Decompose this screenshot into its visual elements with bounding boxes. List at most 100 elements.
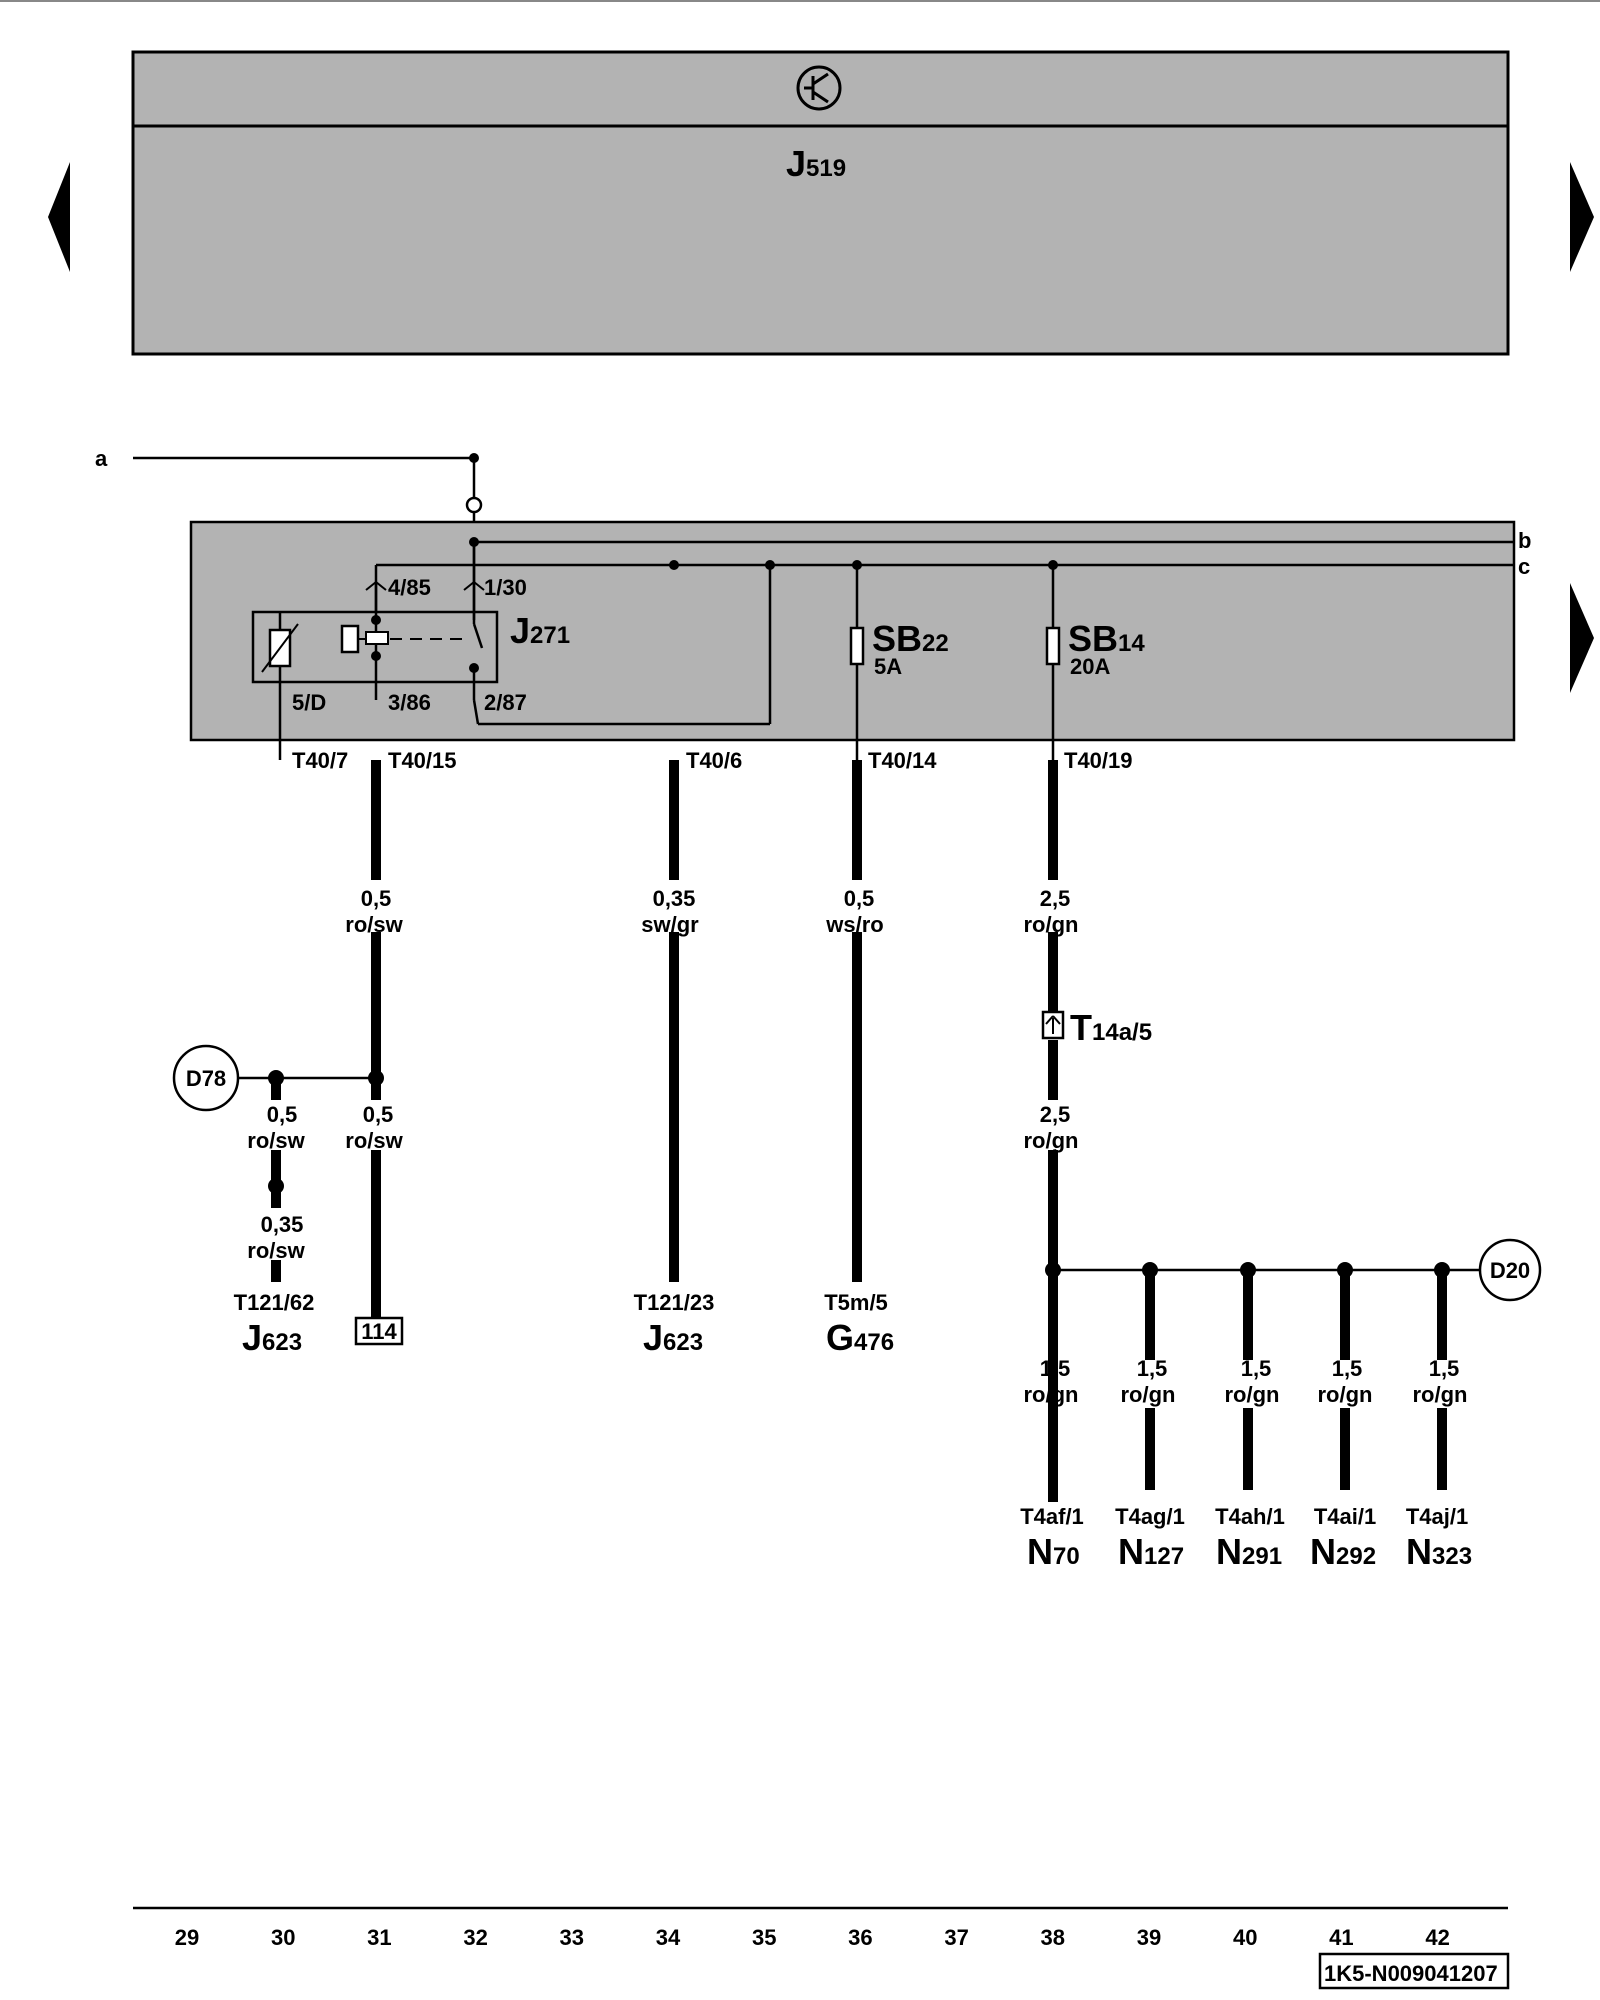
relay-name: J271 — [510, 610, 570, 651]
wire-30b-color: ro/sw — [247, 1238, 305, 1263]
fuse-sb22: SB22 5A — [849, 565, 949, 760]
connector-t40-15: T40/15 — [388, 748, 457, 773]
component-n127-pin: T4ag/1 — [1115, 1504, 1185, 1529]
scale-number: 31 — [367, 1925, 391, 1950]
wire-38-size: 2,5 — [1040, 886, 1071, 911]
connector-t40-14: T40/14 — [868, 748, 937, 773]
module-j519: J519 — [131, 50, 1510, 356]
ground-point-icon — [1478, 1238, 1542, 1302]
component-n291-pin: T4ah/1 — [1215, 1504, 1285, 1529]
fuse-sb14-name: SB14 — [1068, 618, 1145, 659]
wire-31b-color: ro/sw — [345, 1128, 403, 1153]
scale-number: 42 — [1425, 1925, 1449, 1950]
scale-number: 29 — [175, 1925, 199, 1950]
wire-n323-color: ro/gn — [1413, 1382, 1468, 1407]
pin-3-86: 3/86 — [388, 690, 431, 715]
line-c-label: c — [1518, 554, 1530, 579]
ground-d20-label: D20 — [1490, 1258, 1530, 1283]
doc-id-box — [1318, 1952, 1510, 1990]
ground-d78: D78 — [172, 1044, 384, 1194]
component-n70-pin: T4af/1 — [1020, 1504, 1084, 1529]
fuse-sb22-name: SB22 — [872, 618, 949, 659]
component-j623b-name: J623 — [643, 1317, 703, 1358]
component-n323-name: N323 — [1406, 1531, 1472, 1572]
connector-t40-6: T40/6 — [686, 748, 742, 773]
scale-number: 37 — [944, 1925, 968, 1950]
scale-number: 41 — [1329, 1925, 1353, 1950]
connector-t40-7: T40/7 — [292, 748, 348, 773]
wire-36-size: 0,5 — [844, 886, 875, 911]
scale-number: 36 — [848, 1925, 872, 1950]
wire-34-size: 0,35 — [653, 886, 696, 911]
reference-number: 114 — [361, 1319, 397, 1344]
module-name: J519 — [786, 143, 846, 184]
reference-box — [354, 1316, 404, 1346]
scale-number: 30 — [271, 1925, 295, 1950]
connector-t14a5: T14a/5 — [1041, 1007, 1152, 1048]
component-j623b-pin: T121/23 — [634, 1290, 715, 1315]
component-g476-name: G476 — [826, 1317, 894, 1358]
continue-arrow-icon[interactable] — [1570, 583, 1594, 693]
wire-36-color: ws/ro — [825, 912, 883, 937]
wire-31-size: 0,5 — [361, 886, 392, 911]
detachable-joint-icon — [465, 496, 483, 514]
component-n292-name: N292 — [1310, 1531, 1376, 1572]
component-n291-name: N291 — [1216, 1531, 1282, 1572]
wire-38b-size: 2,5 — [1040, 1102, 1071, 1127]
prev-page-arrow-icon[interactable] — [48, 162, 70, 272]
ground-d20: D20 — [1045, 1238, 1542, 1302]
fuse-icon — [849, 626, 865, 666]
wire-n291-size: 1,5 — [1241, 1356, 1272, 1381]
scale-number: 32 — [463, 1925, 487, 1950]
fuse-sb14: SB14 20A — [1045, 565, 1145, 760]
transistor-icon — [796, 65, 842, 111]
wire-n292-size: 1,5 — [1332, 1356, 1363, 1381]
wire-n70-color: ro/gn — [1024, 1382, 1079, 1407]
scale-number: 38 — [1041, 1925, 1065, 1950]
component-n70-name: N70 — [1027, 1531, 1080, 1572]
ground-d78-label: D78 — [186, 1066, 226, 1091]
relay-j271: J271 4/85 1/30 5/D 3/86 2/87 — [251, 542, 570, 725]
wire-n323-size: 1,5 — [1429, 1356, 1460, 1381]
component-n323-pin: T4aj/1 — [1406, 1504, 1468, 1529]
scale-number: 40 — [1233, 1925, 1257, 1950]
next-page-arrow-icon[interactable] — [1570, 162, 1594, 272]
fuse-sb14-rating: 20A — [1070, 654, 1110, 679]
fuse-icon — [1045, 626, 1061, 666]
wires — [271, 760, 1447, 1502]
wire-30-color: ro/sw — [247, 1128, 305, 1153]
wire-n70-size: 1,5 — [1040, 1356, 1071, 1381]
component-j623a-name: J623 — [242, 1317, 302, 1358]
wire-30b-size: 0,35 — [261, 1212, 304, 1237]
switch-contact-icon — [472, 623, 484, 649]
coil-icon — [340, 624, 360, 654]
components: T121/62 J623 T121/23 J623 T5m/5 G476 T4a… — [234, 1290, 1472, 1572]
module-panel — [131, 50, 1510, 356]
scale-number: 34 — [656, 1925, 681, 1950]
scale-number: 33 — [560, 1925, 584, 1950]
line-b-label: b — [1518, 528, 1531, 553]
wire-n292-color: ro/gn — [1318, 1382, 1373, 1407]
pin-2-87: 2/87 — [484, 690, 527, 715]
wire-30-size: 0,5 — [267, 1102, 298, 1127]
pin-5-d: 5/D — [292, 690, 326, 715]
line-a-label: a — [95, 446, 108, 471]
component-j623a-pin: T121/62 — [234, 1290, 315, 1315]
scale-number: 35 — [752, 1925, 776, 1950]
connector-t40-19: T40/19 — [1064, 748, 1133, 773]
wire-n127-color: ro/gn — [1121, 1382, 1176, 1407]
component-n127-name: N127 — [1118, 1531, 1184, 1572]
fuse-sb22-rating: 5A — [874, 654, 902, 679]
wire-31b-size: 0,5 — [363, 1102, 394, 1127]
wire-38b-color: ro/gn — [1024, 1128, 1079, 1153]
wire-38-color: ro/gn — [1024, 912, 1079, 937]
wire-34-color: sw/gr — [641, 912, 699, 937]
wire-n291-color: ro/gn — [1225, 1382, 1280, 1407]
pin-4-85: 4/85 — [388, 575, 431, 600]
pin-1-30: 1/30 — [484, 575, 527, 600]
doc-id: 1K5-N009041207 — [1324, 1961, 1498, 1986]
relay-fuse-carrier: b c J271 4/85 1/30 — [189, 520, 1531, 760]
wire-n127-size: 1,5 — [1137, 1356, 1168, 1381]
